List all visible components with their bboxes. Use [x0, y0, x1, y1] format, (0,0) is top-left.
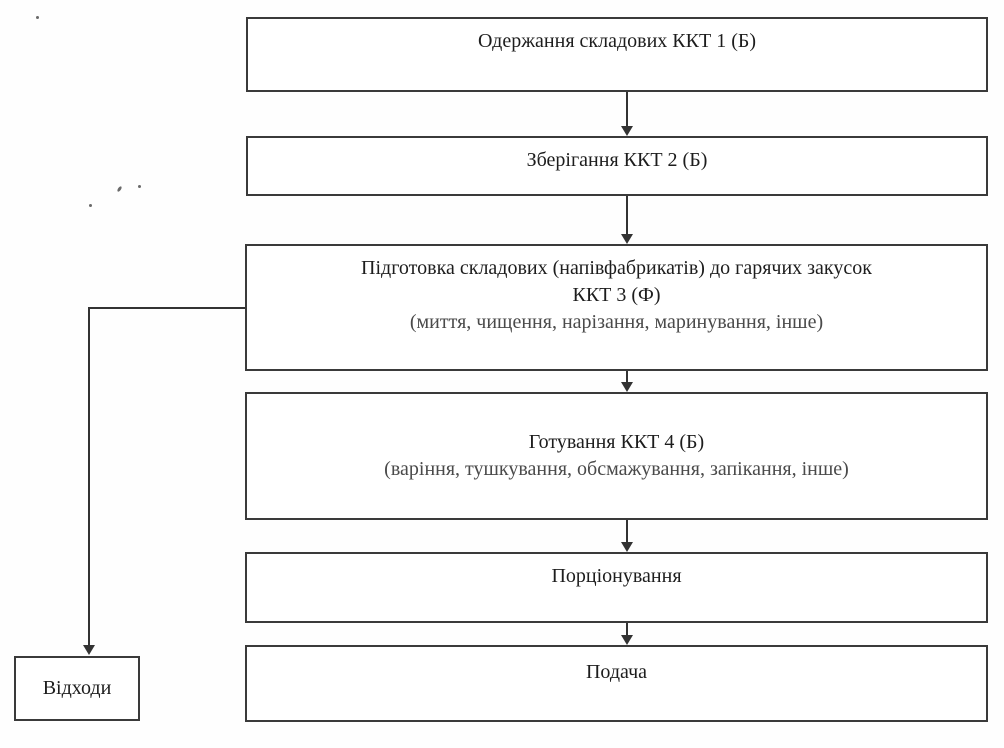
node-portion: Порціонування	[245, 552, 988, 623]
arrow-receive-storage	[626, 92, 628, 127]
arrow-prep-cook	[626, 371, 628, 383]
scan-speck	[138, 185, 141, 188]
arrow-portion-serve-head	[621, 635, 633, 645]
arrow-storage-prep	[626, 196, 628, 235]
arrow-portion-serve	[626, 623, 628, 636]
node-waste: Відходи	[14, 656, 140, 721]
arrow-storage-prep-head	[621, 234, 633, 244]
node-cook-note: (варіння, тушкування, обсмажування, запі…	[384, 458, 849, 480]
edge-prep-waste-head	[83, 645, 95, 655]
node-storage-label: Зберігання ККТ 2 (Б)	[526, 149, 708, 171]
node-prep-label-line1: Підготовка складових (напівфабрикатів) д…	[361, 257, 872, 279]
arrow-cook-portion-head	[621, 542, 633, 552]
node-prep: Підготовка складових (напівфабрикатів) д…	[245, 244, 988, 371]
node-prep-note: (миття, чищення, нарізання, маринування,…	[409, 311, 824, 333]
arrow-cook-portion	[626, 520, 628, 543]
edge-prep-waste-horizontal	[89, 307, 245, 309]
node-cook-label: Готування ККТ 4 (Б)	[528, 431, 705, 453]
node-cook: Готування ККТ 4 (Б) (варіння, тушкування…	[245, 392, 988, 520]
node-serve: Подача	[245, 645, 988, 722]
scan-speck	[89, 204, 92, 207]
node-portion-label: Порціонування	[551, 565, 682, 587]
node-waste-label: Відходи	[42, 677, 112, 699]
arrow-prep-cook-head	[621, 382, 633, 392]
scan-speck	[36, 16, 39, 19]
scan-speck	[116, 185, 123, 193]
node-receive-label: Одержання складових ККТ 1 (Б)	[477, 30, 756, 52]
node-storage: Зберігання ККТ 2 (Б)	[246, 136, 988, 196]
node-serve-label: Подача	[585, 661, 648, 683]
node-receive: Одержання складових ККТ 1 (Б)	[246, 17, 988, 92]
node-prep-label-line2: ККТ 3 (Ф)	[572, 284, 661, 306]
arrow-receive-storage-head	[621, 126, 633, 136]
edge-prep-waste-vertical	[88, 307, 90, 646]
